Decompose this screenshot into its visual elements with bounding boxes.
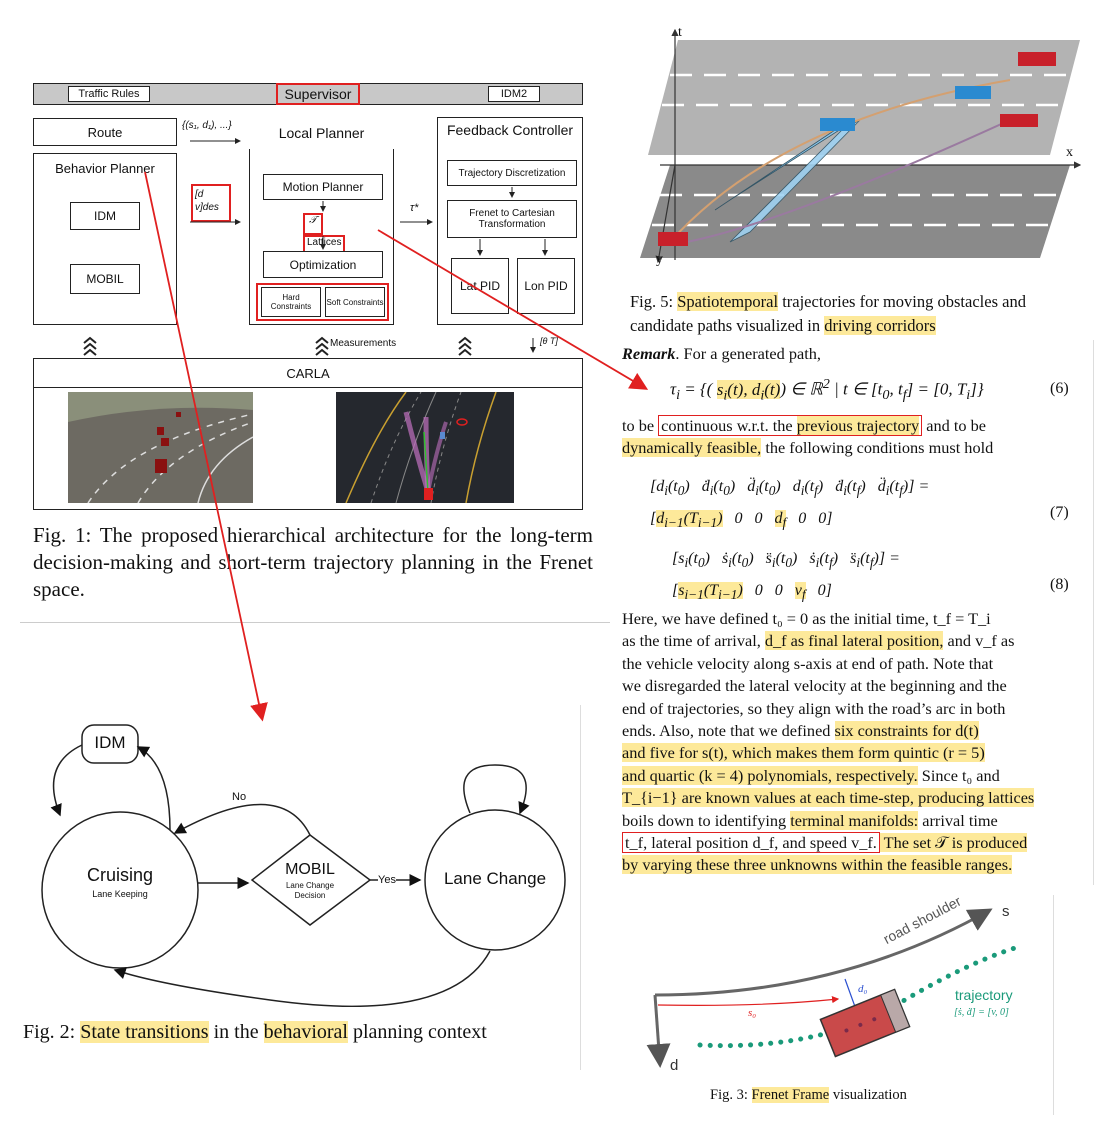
remark-conditions: to be continuous w.r.t. the previous tra… xyxy=(622,415,994,458)
hard-constraints-box: Hard Constraints xyxy=(261,287,321,317)
fig5-plot xyxy=(640,28,1082,264)
carla-planner-image xyxy=(336,392,514,503)
optimization-box: Optimization xyxy=(263,251,383,278)
motion-planner-box: Motion Planner xyxy=(263,174,383,200)
measurements-label: Measurements xyxy=(330,338,397,349)
divider-line xyxy=(20,622,610,623)
fig1-connectors xyxy=(83,138,548,356)
fig3-border xyxy=(1053,895,1054,1115)
mobil-decision: MOBIL xyxy=(285,861,335,878)
fig3-caption: Fig. 3: Frenet Frame visualization xyxy=(710,1087,907,1103)
fig2-caption: Fig. 2: State transitions in the behavio… xyxy=(23,1021,487,1043)
x-axis-label: x xyxy=(1066,145,1073,160)
cruising-state: Cruising xyxy=(86,865,154,885)
trajectory-label: trajectory xyxy=(955,987,1013,1003)
idm2-box: IDM2 xyxy=(488,86,540,102)
route-box: Route xyxy=(33,118,177,146)
tau-symbol: 𝒯 xyxy=(303,213,323,235)
bp-idm-box: IDM xyxy=(70,202,140,230)
equation-7: [di(t0) ḋi(t0) d̈i(t0) di(tf) ḋi(tf) d̈i… xyxy=(650,478,930,531)
lane-change-state: Lane Change xyxy=(443,869,547,888)
route-output: {(s₁, d₁), ...} xyxy=(182,120,232,131)
eq7-number: (7) xyxy=(1050,504,1069,521)
d-axis-label: d xyxy=(670,1057,679,1074)
eq6-number: (6) xyxy=(1050,380,1069,397)
column-border xyxy=(1093,340,1094,885)
tau-star-label: τ* xyxy=(410,202,419,214)
y-axis-label: y xyxy=(656,252,663,267)
eq8-number: (8) xyxy=(1050,576,1069,593)
lane-keeping-label: Lane Keeping xyxy=(92,889,148,899)
trajectory-state-label: [ṡ, ḋ] = [v, 0] xyxy=(954,1007,1009,1018)
equation-6: τi = {( si(t), di(t)) ∈ ℝ2 | t ∈ [t0, tf… xyxy=(670,376,984,404)
fig2-diagram xyxy=(41,724,566,1008)
s-axis-label: s xyxy=(1002,903,1010,920)
fig1-caption: Fig. 1: The proposed hierarchical archit… xyxy=(33,523,593,601)
fig3-diagram xyxy=(646,908,1021,1068)
feedback-controller-title: Feedback Controller xyxy=(446,122,574,138)
figure-2: IDM Cruising Lane Keeping MOBIL Lane Cha… xyxy=(20,705,580,1065)
fig5-caption: Fig. 5: Spatiotemporal trajectories for … xyxy=(630,292,1026,335)
supervisor-label: Supervisor xyxy=(276,83,360,105)
yes-label: Yes xyxy=(378,874,396,886)
bp-mobil-box: MOBIL xyxy=(70,264,140,294)
no-label: No xyxy=(232,791,247,803)
traffic-rules-box: Traffic Rules xyxy=(68,86,150,102)
figure-5: t x y Fig. 5: Spatiotemporal trajectorie… xyxy=(630,20,1100,340)
t-axis-label: t xyxy=(678,25,682,40)
figure-1: Traffic Rules Supervisor IDM2 Route {(s₁… xyxy=(0,0,600,610)
trajectory-discretization-box: Trajectory Discretization xyxy=(447,160,577,186)
mobil-sub-label: Lane Change Decision xyxy=(285,881,335,900)
fig2-border xyxy=(580,705,581,1070)
soft-constraints-box: Soft Constraints xyxy=(325,287,385,317)
figure-3: s d road shoulder s₀ d₀ trajectory [ṡ, ḋ… xyxy=(640,893,1060,1115)
body-paragraph: Here, we have defined t₀ = 0 as the init… xyxy=(622,609,1035,875)
s0-label: s₀ xyxy=(748,1007,757,1019)
equation-8: [si(t0) ṡi(t0) s̈i(t0) ṡi(tf) s̈i(tf)] =… xyxy=(672,550,900,603)
fig2-idm-state: IDM xyxy=(94,733,126,752)
local-planner-title: Local Planner xyxy=(249,117,394,149)
d0-label: d₀ xyxy=(858,983,868,995)
remark-intro: Remark. For a generated path, xyxy=(622,344,821,363)
